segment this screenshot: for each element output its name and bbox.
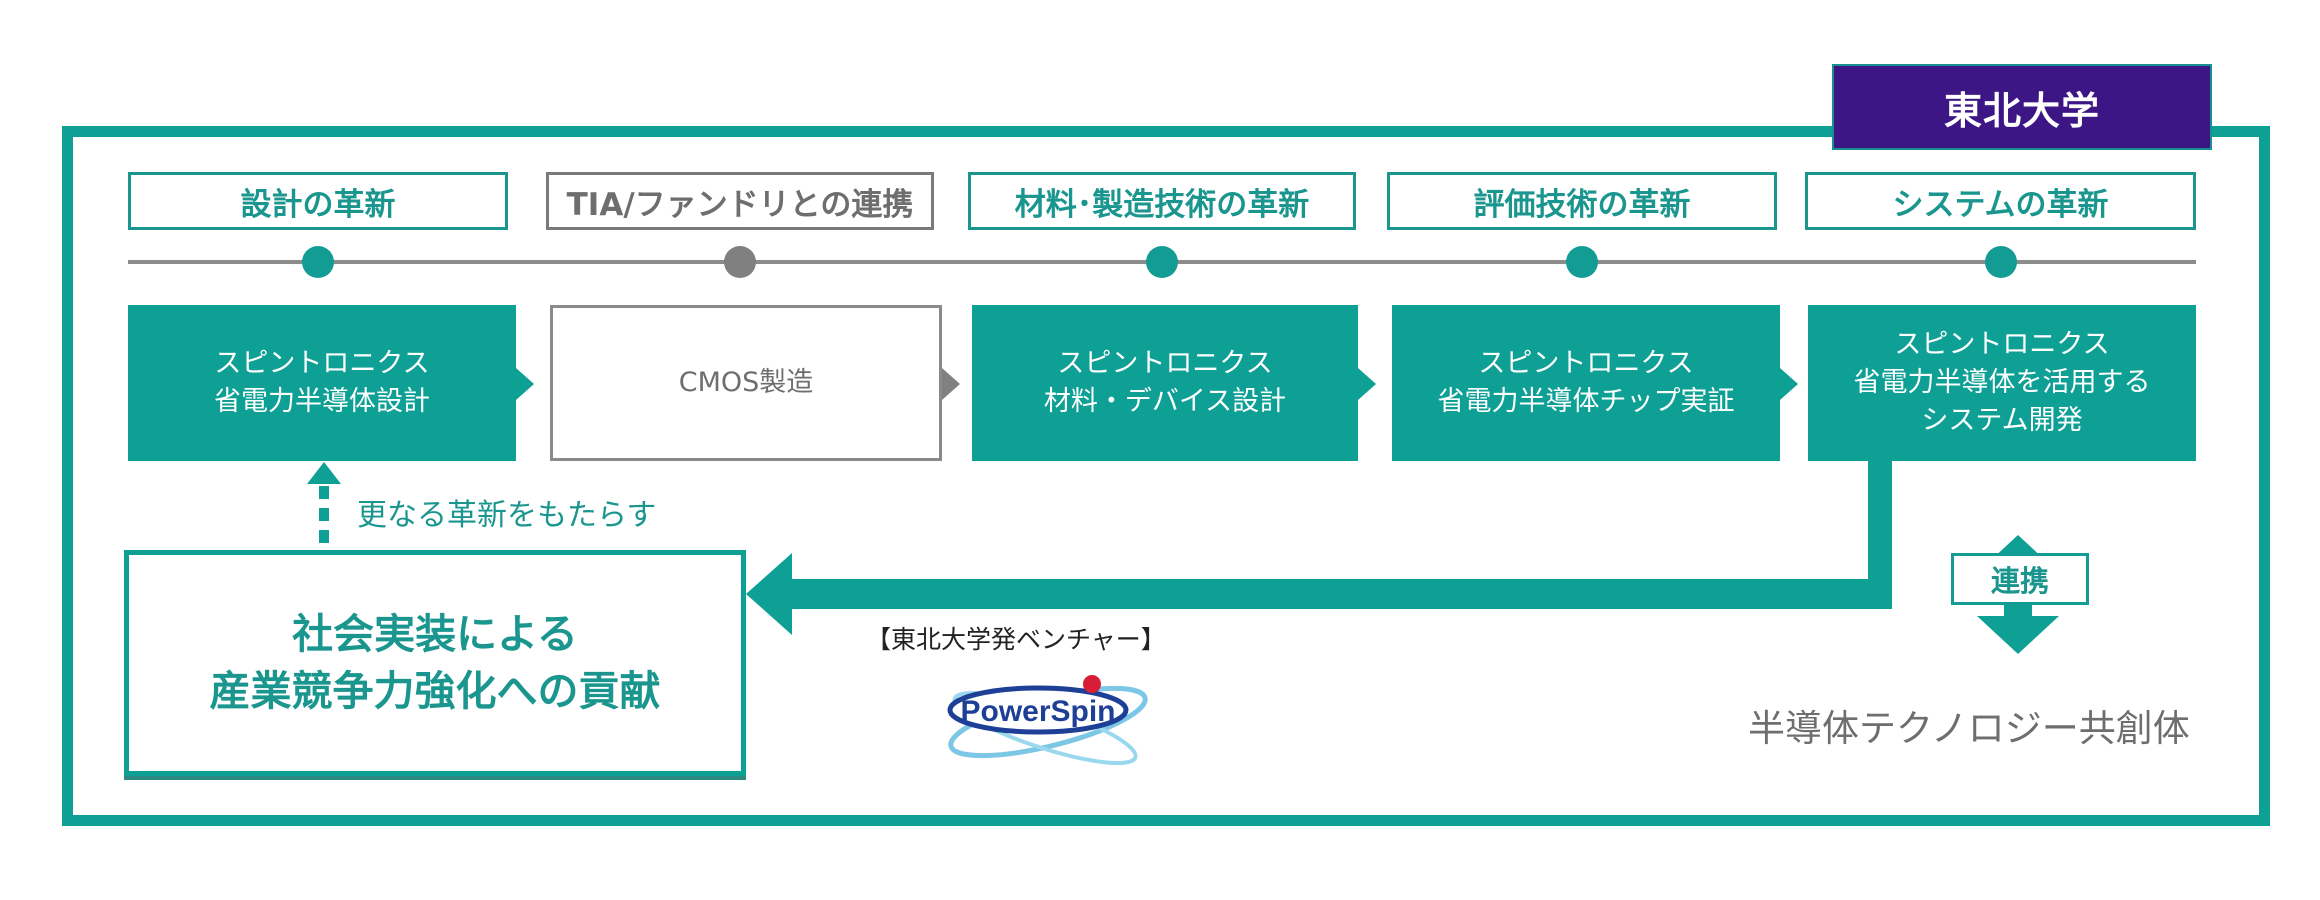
return-arrow-horizontal	[790, 579, 1892, 609]
process-line: 省電力半導体チップ実証	[1437, 386, 1735, 417]
arrow-left-icon	[746, 553, 792, 635]
process-line: スピントロニクス	[1894, 329, 2110, 361]
process-line: システム開発	[1921, 404, 2083, 436]
stage-header-system: システムの革新	[1805, 172, 2196, 230]
stage-header-tia-foundry: TIA/ファンドリとの連携	[546, 172, 934, 230]
process-line: スピントロニクス	[214, 348, 430, 380]
collaboration-label: 連携	[1951, 553, 2089, 605]
chevron-right-icon	[942, 368, 960, 400]
program-frame	[62, 126, 2270, 826]
stage-header-design: 設計の革新	[128, 172, 508, 230]
process-line: スピントロニクス	[1057, 348, 1273, 380]
chevron-right-icon	[1358, 368, 1376, 400]
outcome-line: 産業競争力強化への貢献	[209, 667, 661, 715]
powerspin-logo: PowerSpin	[947, 675, 1148, 765]
process-line: 省電力半導体を活用する	[1853, 367, 2151, 399]
process-line: 省電力半導体設計	[214, 386, 430, 417]
process-box-evaluation: スピントロニクス省電力半導体チップ実証	[1392, 305, 1780, 461]
timeline-dot-system	[1985, 246, 2017, 278]
timeline-dot-evaluation	[1566, 246, 1598, 278]
arrow-down-icon	[1977, 616, 2059, 654]
timeline-dot-design	[302, 246, 334, 278]
process-line: CMOS製造	[678, 367, 814, 399]
process-line: 材料・デバイス設計	[1043, 386, 1287, 417]
process-line: スピントロニクス	[1478, 348, 1694, 380]
venture-label: 【東北大学発ベンチャー】	[866, 625, 1166, 654]
chevron-right-icon	[1780, 368, 1798, 400]
process-box-cmos: CMOS製造	[550, 305, 942, 461]
tohoku-university-badge: 東北大学	[1832, 64, 2212, 150]
timeline-dot-tia-foundry	[724, 246, 756, 278]
process-box-materials: スピントロニクス材料・デバイス設計	[972, 305, 1358, 461]
stage-header-evaluation: 評価技術の革新	[1387, 172, 1777, 230]
process-box-design: スピントロニクス省電力半導体設計	[128, 305, 516, 461]
dashed-connector	[319, 486, 329, 499]
arrow-up-icon	[307, 462, 341, 484]
dashed-connector	[319, 508, 329, 521]
feedback-label: 更なる革新をもたらす	[357, 498, 657, 533]
stage-header-materials: 材料･製造技術の革新	[968, 172, 1356, 230]
logo-text: PowerSpin	[960, 695, 1115, 728]
chevron-right-icon	[516, 368, 534, 400]
process-box-system: スピントロニクス省電力半導体を活用するシステム開発	[1808, 305, 2196, 461]
community-label: 半導体テクノロジー共創体	[1748, 707, 2190, 750]
dashed-connector	[319, 530, 329, 543]
outcome-box: 社会実装による産業競争力強化への貢献	[124, 550, 746, 776]
outcome-line: 社会実装による	[292, 609, 578, 658]
timeline-dot-materials	[1146, 246, 1178, 278]
